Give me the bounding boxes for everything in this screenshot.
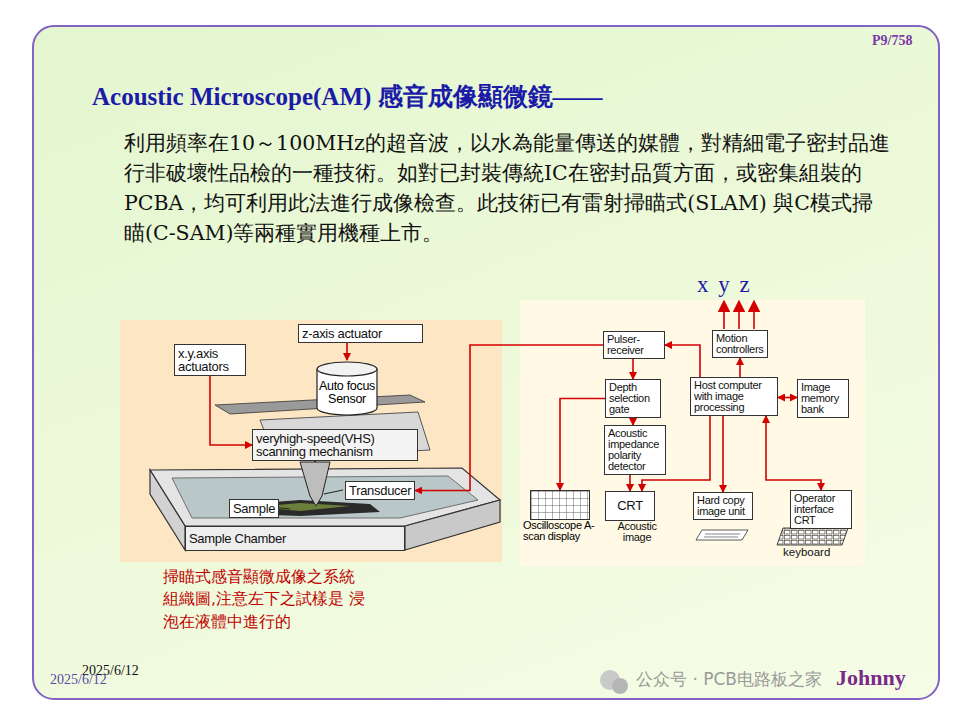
crt-box: CRTAcoustic image	[605, 491, 655, 521]
sensor-cylinder: Auto focus Sensor	[316, 360, 378, 416]
process-box: Host computer with image processing	[690, 377, 778, 416]
transducer-box: Transducer	[345, 481, 415, 500]
sample-label-box: Sample	[229, 499, 279, 518]
signal-arrow	[346, 343, 348, 360]
signal-arrow	[739, 358, 741, 377]
chamber-front-face: Sample Chamber	[185, 526, 405, 551]
keyboard-label: keyboard	[783, 546, 830, 558]
node-text: Sample	[233, 502, 275, 515]
node-text: Depth selection gate	[609, 382, 657, 415]
scope-grid	[531, 491, 589, 519]
node-text: Hard copy image unit	[697, 495, 749, 517]
node-text: Transducer	[349, 484, 411, 497]
signal-arrow	[778, 397, 797, 399]
actuator-box: x.y.axis actuators	[174, 344, 246, 376]
node-text: z-axis actuator	[302, 327, 419, 340]
node-text: Acoustic impedance polarity detector	[608, 428, 662, 472]
signal-arrow	[210, 376, 252, 445]
process-box: Image memory bank	[797, 379, 849, 418]
actuator-box: z-axis actuator	[298, 324, 423, 343]
oscilloscope-screen: Oscilloscope A-scan display	[530, 490, 590, 520]
watermark: 公众号 · PCB电路板之家	[636, 668, 822, 691]
process-box: Hard copy image unit	[693, 492, 753, 520]
process-box: Depth selection gate	[605, 379, 661, 418]
signal-arrow	[665, 345, 700, 377]
date: 2025/6/12	[50, 672, 107, 688]
outside-label: Oscilloscope A-scan display	[523, 520, 599, 542]
node-text: CRT	[609, 499, 651, 512]
signal-arrow	[629, 475, 631, 491]
process-box: Acoustic impedance polarity detector	[604, 425, 666, 475]
page-number: P9/758	[872, 33, 912, 49]
process-box: Motion controllers	[712, 330, 768, 358]
node-text: x.y.axis actuators	[178, 347, 242, 373]
signal-arrow	[766, 416, 821, 490]
figure-caption: 掃瞄式感音顯微成像之系統 組織圖,注意左下之試樣是 浸泡在液體中進行的	[163, 566, 375, 633]
body-text: 利用頻率在10～100MHz的超音波，以水為能量傳送的媒體，對精細電子密封品進行…	[124, 128, 892, 248]
node-text: Auto focus Sensor	[316, 380, 378, 405]
node-text: Image memory bank	[801, 382, 845, 415]
slide-title: Acoustic Microscope(AM) 感音成像顯微鏡——	[92, 80, 603, 113]
node-text: Operator interface CRT	[794, 493, 848, 526]
outside-label: Acoustic image	[602, 521, 672, 543]
node-text: Motion controllers	[716, 333, 764, 355]
signal-arrow	[415, 345, 603, 491]
node-text: Host computer with image processing	[694, 380, 774, 413]
node-text: Pulser-receiver	[607, 334, 661, 356]
scanning-mechanism-box: veryhigh-speed(VHS) scanning mechanism	[252, 429, 418, 461]
process-box: Pulser-receiver	[603, 331, 665, 359]
signal-arrow	[560, 399, 605, 491]
axis-label: x y z	[697, 272, 752, 298]
signal-arrow	[632, 418, 634, 425]
signal-arrow	[722, 416, 724, 492]
node-text: Sample Chamber	[189, 532, 401, 545]
process-box: Operator interface CRT	[790, 490, 852, 529]
node-text: veryhigh-speed(VHS) scanning mechanism	[256, 432, 414, 458]
signal-arrow	[632, 359, 634, 379]
author: Johnny	[836, 665, 906, 691]
